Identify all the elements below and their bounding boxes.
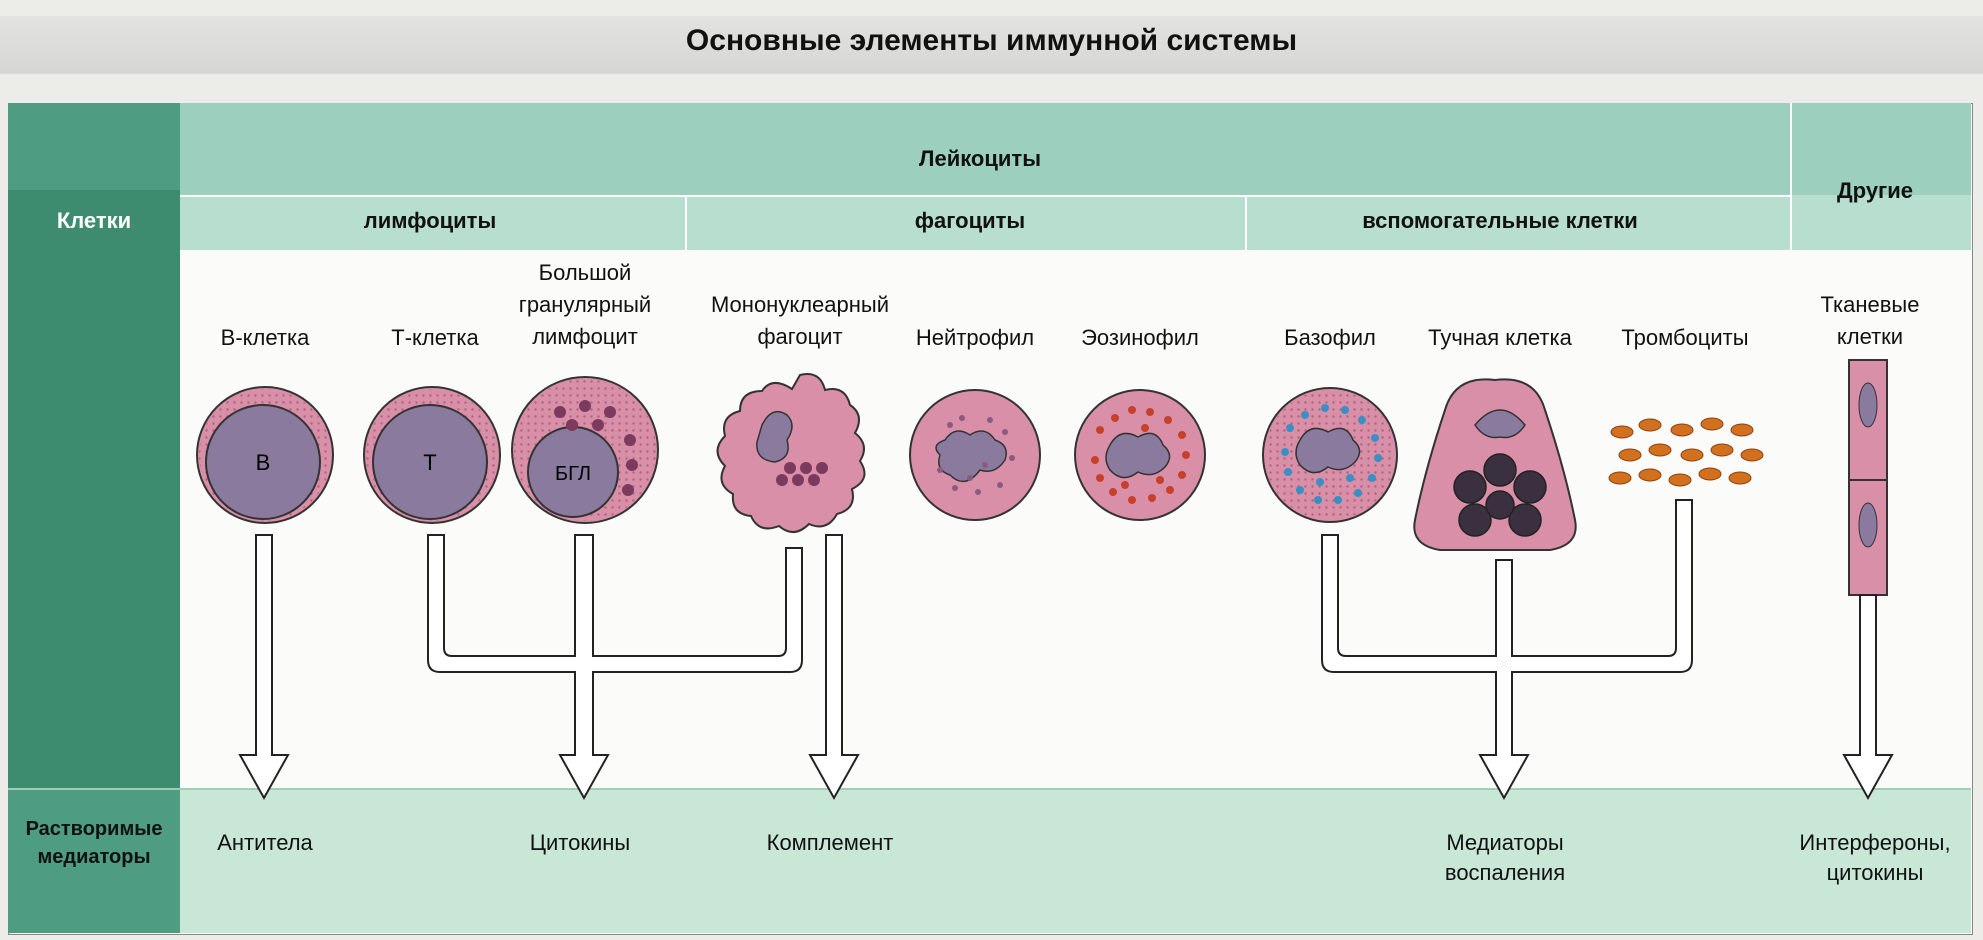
b-cell-mark: B bbox=[256, 450, 271, 475]
row-divider bbox=[8, 788, 1971, 790]
mono-label-line1: Мононуклеарный bbox=[710, 292, 889, 317]
arrow-inflammation-mediators bbox=[1321, 499, 1693, 801]
mast-cell-icon bbox=[1413, 378, 1577, 551]
lgl-label-line3: лимфоцит bbox=[532, 324, 638, 349]
arrow-complement bbox=[808, 534, 860, 801]
arrows bbox=[238, 499, 1894, 801]
mast-cell-label: Тучная клетка bbox=[1428, 325, 1572, 350]
row-label-column-mid bbox=[8, 190, 180, 788]
leukocytes-header: Лейкоциты bbox=[919, 146, 1041, 171]
lgl-mark: БГЛ bbox=[555, 463, 591, 485]
lgl-label-line1: Большой bbox=[538, 260, 632, 285]
cytokines-label: Цитокины bbox=[529, 830, 631, 855]
header-divider bbox=[685, 195, 687, 250]
auxiliary-header: вспомогательные клетки bbox=[1362, 208, 1638, 233]
neutrophil-icon bbox=[909, 389, 1041, 521]
title-bar: Основные элементы иммунной системы bbox=[0, 16, 1983, 74]
neutrophil-label: Нейтрофил bbox=[915, 325, 1035, 350]
lgl-cell-icon: БГЛ bbox=[511, 376, 659, 524]
basophil-label: Базофил bbox=[1284, 325, 1376, 350]
mediators-row-label-line2: медиаторы bbox=[37, 846, 151, 868]
platelets-icon bbox=[1608, 417, 1764, 487]
mononuclear-phagocyte-icon bbox=[716, 373, 866, 533]
tissue-cells-label-line2: клетки bbox=[1836, 324, 1904, 349]
lgl-label-line2: гранулярный bbox=[518, 292, 652, 317]
leukocytes-header-band bbox=[180, 103, 1971, 195]
interferons-label-line1: Интерфероны, bbox=[1799, 830, 1951, 855]
header-divider bbox=[180, 195, 1791, 197]
t-cell-icon: T bbox=[363, 386, 501, 524]
platelets-label: Тромбоциты bbox=[1621, 325, 1749, 350]
b-cell-label: В-клетка bbox=[220, 325, 310, 350]
other-header: Другие bbox=[1837, 178, 1913, 203]
mediators-band bbox=[180, 788, 1971, 933]
tissue-cells-label-line1: Тканевые bbox=[1820, 292, 1920, 317]
arrow-cytokines bbox=[427, 534, 803, 801]
mono-label-line2: фагоцит bbox=[757, 324, 843, 349]
complement-label: Комплемент bbox=[766, 830, 894, 855]
lymphocytes-header: лимфоциты bbox=[363, 208, 497, 233]
inflammation-mediators-line1: Медиаторы bbox=[1446, 830, 1564, 855]
header-divider bbox=[1245, 195, 1247, 250]
page-title: Основные элементы иммунной системы bbox=[685, 24, 1298, 57]
t-cell-mark: T bbox=[423, 450, 436, 475]
eosinophil-label: Эозинофил bbox=[1081, 325, 1199, 350]
t-cell-label: Т-клетка bbox=[391, 325, 479, 350]
mediators-row-label-line1: Растворимые bbox=[25, 818, 163, 840]
b-cell-icon: B bbox=[196, 386, 334, 524]
interferons-label-line2: цитокины bbox=[1826, 860, 1924, 885]
phagocytes-header: фагоциты bbox=[914, 208, 1026, 233]
tissue-cells-icon bbox=[1848, 359, 1888, 596]
subgroup-header-band bbox=[180, 195, 1971, 250]
arrow-interferons bbox=[1842, 594, 1894, 801]
basophil-icon bbox=[1262, 387, 1398, 523]
eosinophil-icon bbox=[1074, 389, 1206, 521]
antibodies-label: Антитела bbox=[217, 830, 313, 855]
inflammation-mediators-line2: воспаления bbox=[1444, 860, 1566, 885]
cells-row-label: Клетки bbox=[56, 208, 132, 233]
arrow-antibodies bbox=[238, 534, 290, 801]
header-divider bbox=[1790, 103, 1792, 250]
